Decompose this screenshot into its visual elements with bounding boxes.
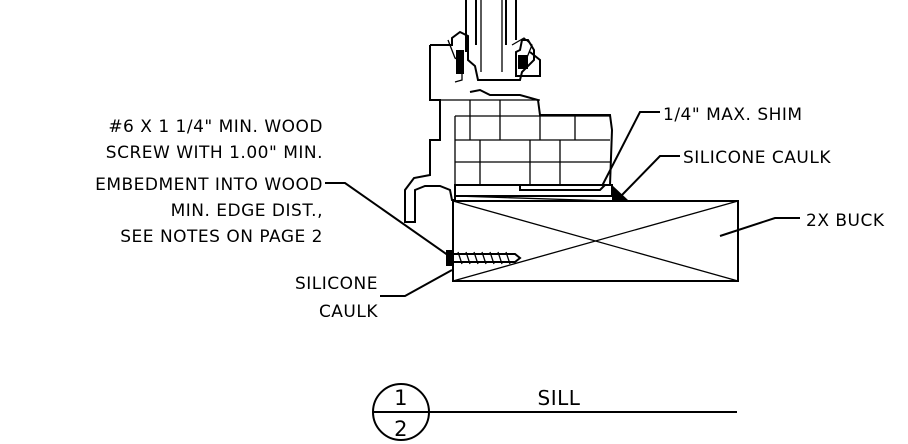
glass-lines xyxy=(465,0,517,72)
seal-strip xyxy=(456,50,464,74)
screw-label-line3: EMBEDMENT INTO WOOD xyxy=(95,175,323,195)
section-marker: 1 2 SILL xyxy=(372,383,737,441)
shim-label: 1/4" MAX. SHIM xyxy=(663,105,803,125)
caulk-bottom-label-line1: SILICONE xyxy=(295,274,378,294)
section-number-top: 1 xyxy=(394,386,408,410)
section-number-bottom: 2 xyxy=(394,417,408,441)
window-frame-profile xyxy=(404,30,614,223)
caulk-top-label: SILICONE CAULK xyxy=(683,148,831,168)
caulk-bead-top xyxy=(612,185,628,200)
screw-label-line5: SEE NOTES ON PAGE 2 xyxy=(120,227,323,247)
section-title: SILL xyxy=(538,386,581,410)
screw-label-line4: MIN. EDGE DIST., xyxy=(171,201,323,221)
wood-buck xyxy=(452,200,739,282)
buck-label: 2X BUCK xyxy=(806,211,885,231)
caulk-bottom-label-line2: CAULK xyxy=(319,302,378,322)
screw-label-line2: SCREW WITH 1.00" MIN. xyxy=(106,143,323,163)
shim xyxy=(454,184,613,202)
seal-strip-inner xyxy=(518,55,528,69)
leader-lines xyxy=(325,111,800,297)
screw xyxy=(446,250,522,266)
screw-label-line1: #6 X 1 1/4" MIN. WOOD xyxy=(108,117,323,137)
